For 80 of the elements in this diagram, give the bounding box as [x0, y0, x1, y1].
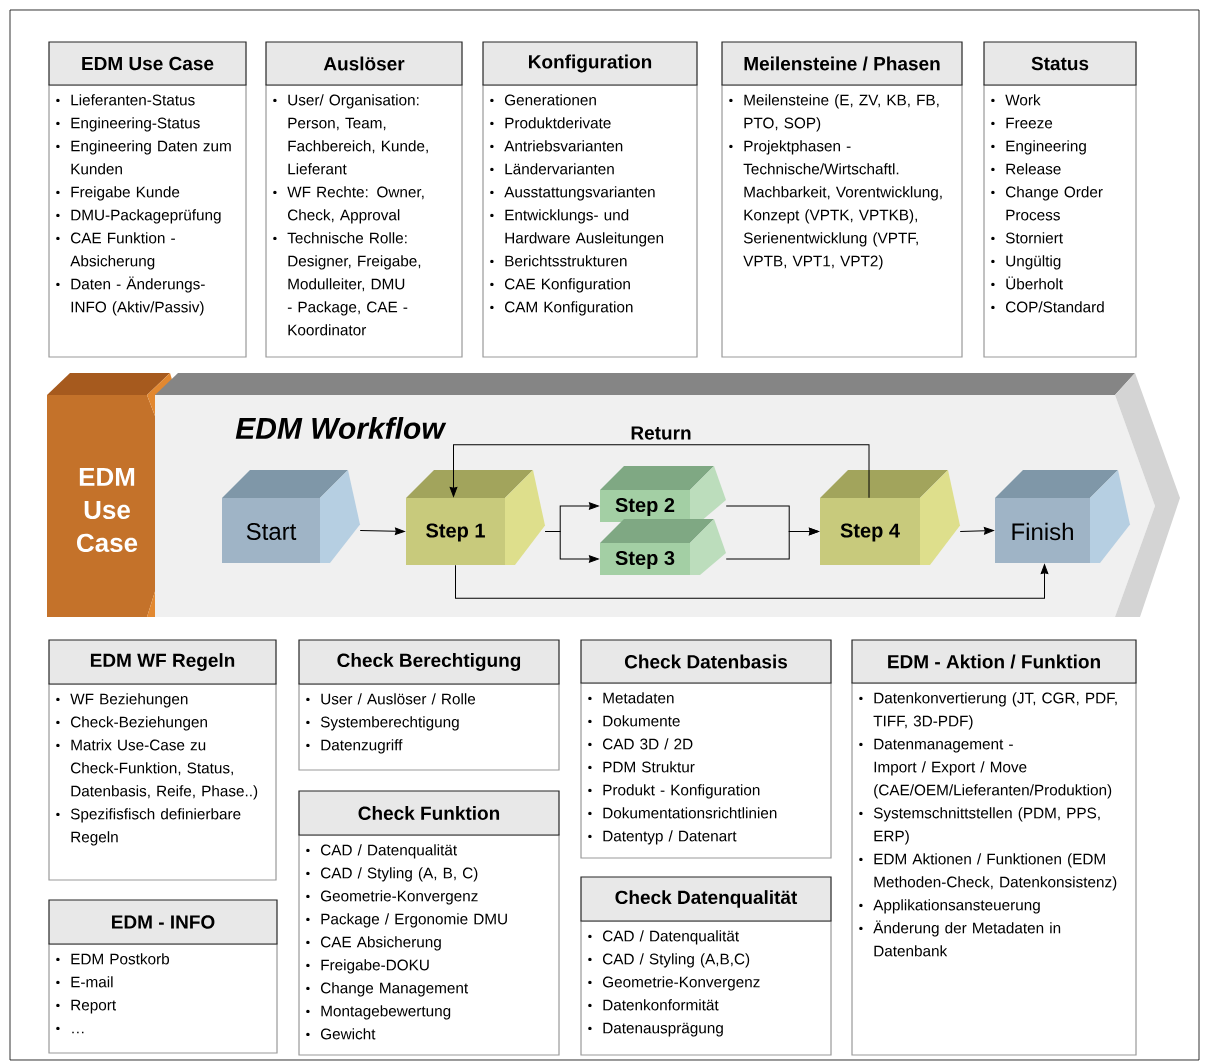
list-item: Überholt: [991, 276, 1063, 290]
list-item: E-mail: [56, 976, 113, 988]
list-item: WF Beziehungen: [56, 693, 188, 708]
list-item: Änderung der Metadaten in Datenbank: [859, 920, 1061, 957]
panel-header: Check Datenqualität: [580, 876, 832, 922]
list-item: Geometrie-Konvergenz: [306, 890, 478, 905]
list-item: Spezifisfisch definierbare Regeln: [56, 808, 241, 846]
panel-header: Konfiguration: [482, 41, 698, 86]
list-item: CAD / Styling (A,B,C): [588, 953, 750, 968]
list-item: Produktderivate: [490, 117, 611, 129]
list-item: PDM Struktur: [588, 761, 695, 773]
list-item: Freigabe Kunde: [56, 186, 180, 201]
list-item: EDM Postkorb: [56, 953, 170, 965]
list-item: Engineering: [991, 140, 1086, 155]
list-item: Daten - Änderungs-INFO (Aktiv/Passiv): [56, 276, 205, 316]
list-item: EDM Aktionen / Funktionen (EDM Methoden-Check, Datenkonsistenz): [859, 853, 1117, 891]
list-item: CAD / Styling (A, B, C): [306, 867, 478, 882]
list-item: User / Auslöser / Rolle: [306, 693, 476, 705]
list-item: Dokumente: [588, 715, 680, 727]
list-item: Storniert: [991, 232, 1063, 244]
panel-header: Auslöser: [265, 41, 463, 86]
panel-header: EDM - Aktion / Funktion: [851, 639, 1137, 684]
panel-header: Meilensteine / Phasen: [721, 41, 963, 86]
list-item: User/ Organisation: Person, Team, Fachbereich, Kunde, Lieferant: [273, 94, 428, 175]
list-item: Dokumentationsrichtlinien: [588, 807, 777, 819]
list-item: Entwicklungs- und Hardware Ausleitungen: [490, 209, 664, 247]
list-item: Freigabe-DOKU: [306, 959, 429, 974]
panel-header: Check Berechtigung: [298, 639, 560, 685]
list-item: Ausstattungsvarianten: [490, 186, 655, 201]
panel-header: EDM WF Regeln: [48, 639, 277, 685]
list-item: WF Rechte: Owner, Check, Approval: [273, 186, 424, 224]
list-item: Meilensteine (E, ZV, KB, FB, PTO, SOP): [729, 94, 939, 132]
list-item: Lieferanten-Status: [56, 94, 195, 106]
list-item: Metadaten: [588, 692, 674, 704]
panel-header: Check Funktion: [298, 790, 560, 836]
list-item: Datenmanagement - Import / Export / Move (CAE/OEM/Lieferanten/Produktion): [859, 738, 1112, 799]
list-item: Change Order Process: [991, 186, 1103, 221]
list-item: Matrix Use-Case zu Check-Funktion, Status, Datenbasis, Reife, Phase..): [56, 739, 258, 800]
list-item: Engineering-Status: [56, 117, 200, 132]
list-item: Engineering Daten zum Kunden: [56, 140, 231, 175]
list-item: Ungültig: [991, 255, 1061, 270]
list-item: Datenkonformität: [588, 999, 719, 1011]
list-item: Ländervarianten: [490, 163, 614, 175]
panel-header: EDM - INFO: [48, 899, 278, 945]
list-item: CAE Konfiguration: [490, 278, 630, 293]
panel-header: Status: [983, 41, 1137, 86]
list-item: Applikationsansteuerung: [859, 899, 1040, 914]
list-item: Work: [991, 94, 1041, 106]
list-item: CAD / Datenqualität: [306, 844, 457, 859]
panel-header: Check Datenbasis: [580, 639, 832, 684]
list-item: Gewicht: [306, 1028, 376, 1040]
list-item: Datenkonvertierung (JT, CGR, PDF, TIFF, 3D-PDF): [859, 692, 1117, 730]
list-item: Systemschnittstellen (PDM, PPS, ERP): [859, 807, 1100, 845]
list-item: Datenzugriff: [306, 739, 403, 754]
list-item: Datenausprägung: [588, 1022, 723, 1037]
list-item: Systemberechtigung: [306, 716, 459, 731]
list-item: Change Management: [306, 982, 469, 997]
list-item: CAD / Datenqualität: [588, 930, 739, 945]
list-item: Technische Rolle: Designer, Freigabe, Modulleiter, DMU - Package, CAE - Koordinator: [273, 232, 421, 336]
list-item: Report: [56, 999, 116, 1014]
list-item: Package / Ergonomie DMU: [306, 913, 507, 928]
panel-header: EDM Use Case: [48, 41, 247, 86]
list-item: Produkt - Konfiguration: [588, 784, 760, 799]
list-item: Montagebewertung: [306, 1005, 451, 1020]
list-item: …: [56, 1026, 84, 1034]
list-item: Datentyp / Datenart: [588, 830, 737, 845]
list-item: Projektphasen - Technische/Wirtschaftl. Machbarkeit, Vorentwicklung, Konzept (VPTK, VPTKB), Serienentwicklung (VPTF, VPTB, VPT1, VPT2): [729, 140, 942, 270]
list-item: COP/Standard: [991, 301, 1104, 313]
list-item: CAD 3D / 2D: [588, 738, 693, 750]
list-item: CAE Absicherung: [306, 936, 441, 951]
list-item: Release: [991, 163, 1061, 175]
list-item: CAE Funktion - Absicherung: [56, 232, 175, 270]
list-item: Geometrie-Konvergenz: [588, 976, 760, 991]
list-item: Berichtsstrukturen: [490, 255, 627, 267]
list-item: CAM Konfiguration: [490, 301, 633, 316]
list-item: Generationen: [490, 94, 596, 106]
list-item: DMU-Packageprüfung: [56, 209, 221, 224]
list-item: Freeze: [991, 117, 1053, 129]
list-item: Antriebsvarianten: [490, 140, 623, 152]
list-item: Check-Beziehungen: [56, 716, 207, 731]
